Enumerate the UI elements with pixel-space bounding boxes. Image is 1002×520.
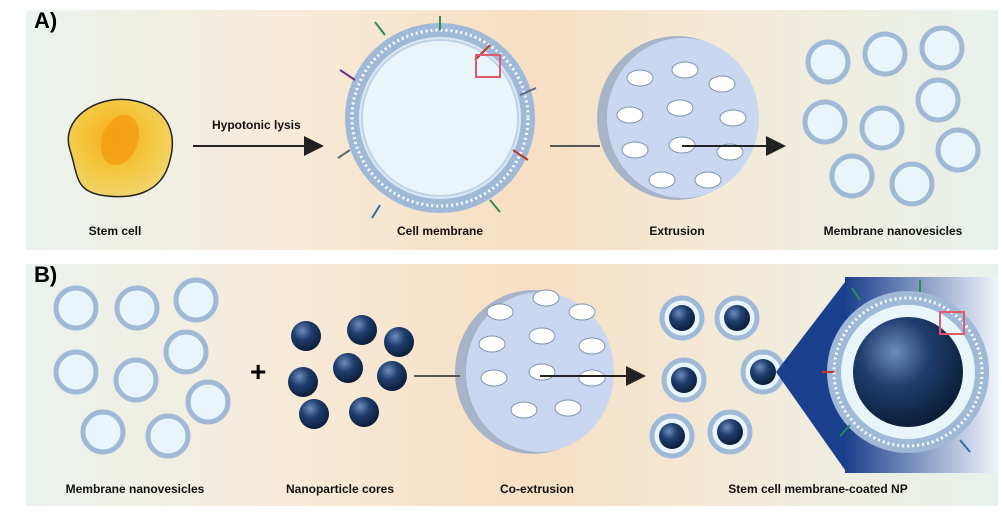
caption-nanoparticle-cores: Nanoparticle cores bbox=[285, 482, 395, 496]
caption-stem-cell: Stem cell bbox=[88, 224, 142, 238]
caption-membrane-nanovesicles-b: Membrane nanovesicles bbox=[65, 482, 205, 496]
extrusion-filter-icon bbox=[597, 36, 759, 200]
stem-cell-icon bbox=[67, 98, 174, 198]
caption-cell-membrane: Cell membrane bbox=[396, 224, 484, 238]
hypotonic-lysis-label: Hypotonic lysis bbox=[212, 118, 301, 132]
caption-extrusion: Extrusion bbox=[649, 224, 705, 238]
vesicles-a bbox=[802, 25, 981, 207]
vesicles-b bbox=[53, 277, 231, 459]
coated-np-zoom-icon bbox=[822, 280, 989, 453]
caption-coated-np: Stem cell membrane-coated NP bbox=[728, 482, 908, 496]
caption-membrane-nanovesicles-a: Membrane nanovesicles bbox=[823, 224, 963, 238]
caption-co-extrusion: Co-extrusion bbox=[499, 482, 575, 496]
nanoparticle-cores bbox=[288, 315, 414, 429]
zoom-wedge bbox=[776, 282, 845, 470]
coated-nanoparticles bbox=[649, 295, 786, 459]
panel-a-label: A) bbox=[34, 8, 58, 33]
cell-membrane-icon bbox=[337, 16, 537, 219]
panel-b-label: B) bbox=[34, 262, 58, 287]
plus-sign: + bbox=[250, 356, 267, 387]
co-extrusion-filter-icon bbox=[455, 289, 614, 454]
